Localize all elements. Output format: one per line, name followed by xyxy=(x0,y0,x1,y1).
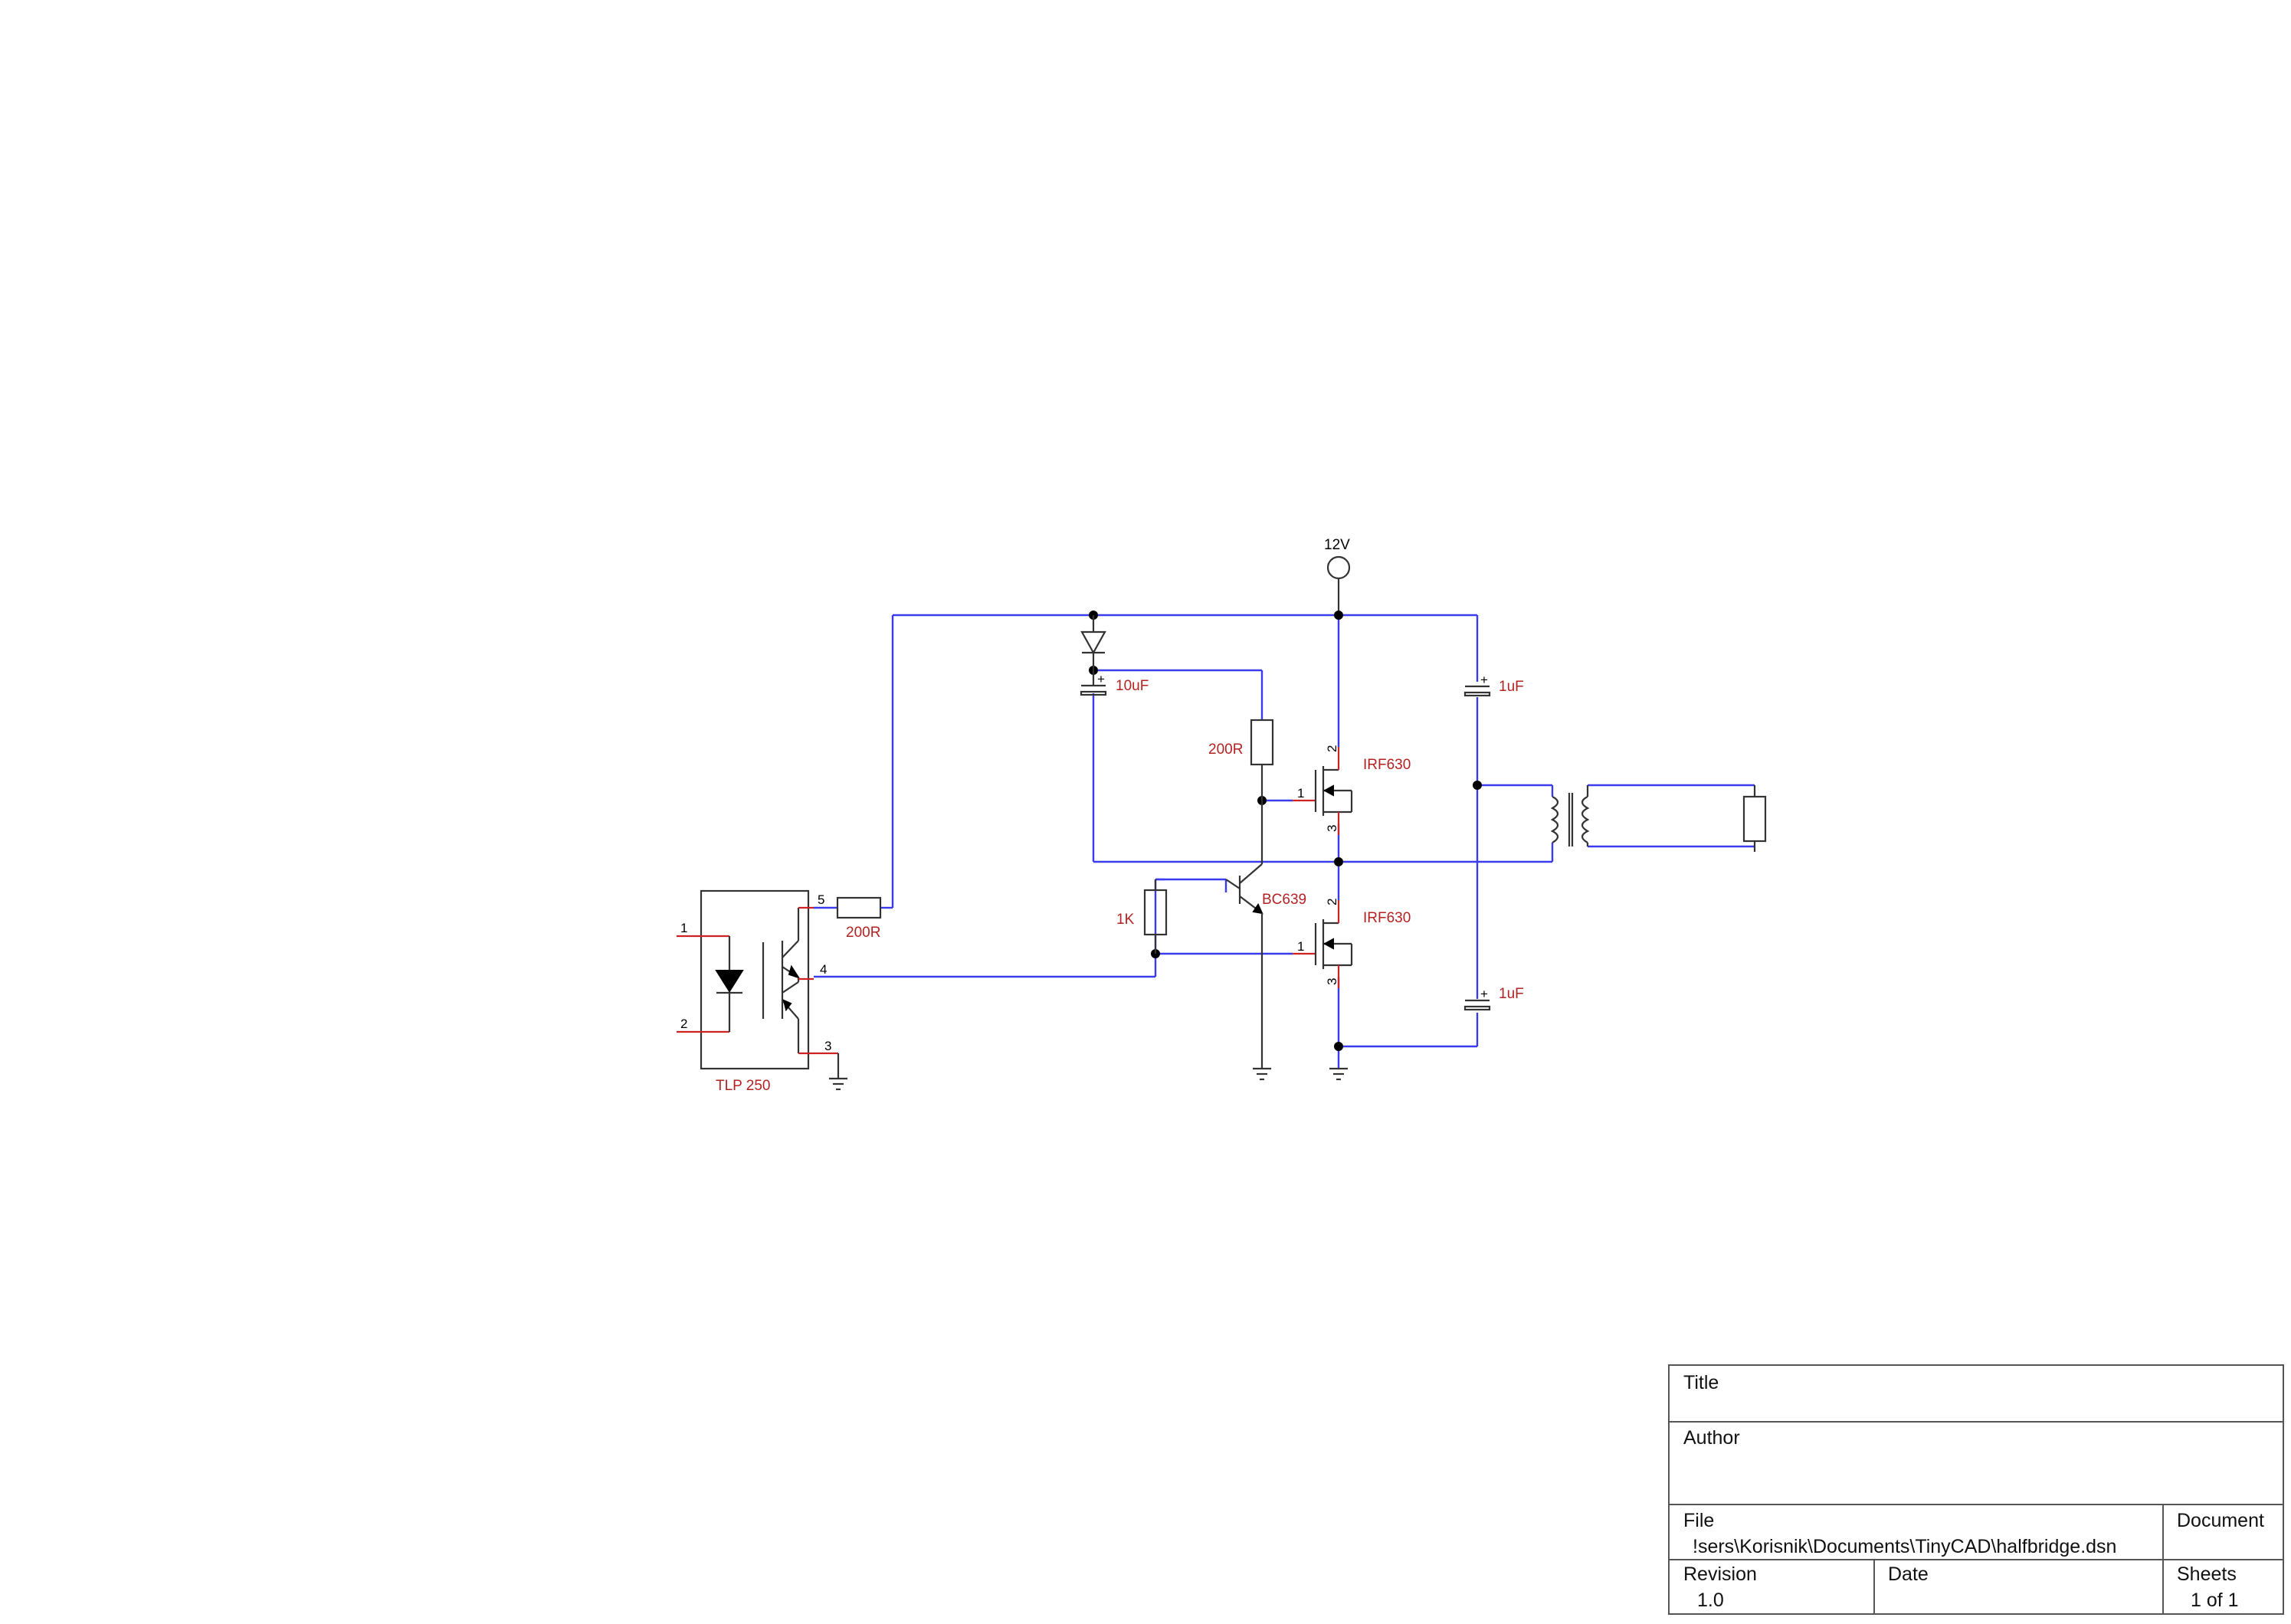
cap-1uf-bottom-label: 1uF xyxy=(1499,986,1524,1002)
led-icon xyxy=(715,970,744,993)
cap-10uf-label: 10uF xyxy=(1116,678,1149,694)
cap-plate xyxy=(1463,1005,1491,1011)
output-arrow xyxy=(782,999,792,1012)
net-label-12v: 12V xyxy=(1324,537,1350,553)
diode-triangle xyxy=(1080,630,1106,655)
output-arrow xyxy=(788,964,801,979)
revision-divider xyxy=(1873,1559,1875,1613)
junction-dot xyxy=(1334,1042,1343,1051)
document-divider xyxy=(2162,1504,2164,1613)
file-label: File xyxy=(1683,1510,1715,1531)
emitter-arrow xyxy=(1252,902,1263,915)
pin-number: 2 xyxy=(1325,745,1339,752)
title-block: Title Author File !sers\Korisnik\Documen… xyxy=(1668,1364,2284,1615)
resistor-200r-input[interactable]: 200R xyxy=(836,896,882,941)
junction-dot xyxy=(1473,781,1482,790)
cap-plus-sign: + xyxy=(1480,673,1488,687)
capacitor-10uf[interactable]: + 10uF xyxy=(1080,670,1149,696)
pin-number: 5 xyxy=(818,892,824,907)
sheets-value: 1 of 1 xyxy=(2191,1590,2239,1611)
opto-label: TLP 250 xyxy=(716,1078,770,1094)
opto-body xyxy=(700,889,810,1070)
base-lead xyxy=(1225,879,1241,889)
r1k-label: 1K xyxy=(1116,912,1135,928)
resistor-body xyxy=(1742,795,1767,843)
mosfet-high-side[interactable]: 1 2 3 IRF630 xyxy=(1293,745,1411,835)
cap-1uf-top-label: 1uF xyxy=(1499,679,1524,695)
author-divider xyxy=(1670,1504,2283,1505)
date-label: Date xyxy=(1888,1563,1929,1585)
ground-opto xyxy=(814,1052,847,1091)
pin-number: 2 xyxy=(680,1017,687,1031)
ground-q xyxy=(1253,1067,1271,1081)
capacitor-1uf-bottom[interactable]: + 1uF xyxy=(1463,986,1524,1011)
file-value: !sers\Korisnik\Documents\TinyCAD\halfbri… xyxy=(1693,1536,2117,1557)
pin-number: 3 xyxy=(1325,978,1339,985)
output-transistor xyxy=(782,940,799,958)
pin-number: 1 xyxy=(1297,786,1304,801)
mosfet-low-label: IRF630 xyxy=(1363,910,1411,926)
junctions xyxy=(1089,611,1482,1051)
cap-plate xyxy=(1463,691,1491,697)
junction-dot xyxy=(1334,611,1343,620)
mosfet-arrow xyxy=(1322,784,1334,797)
wires xyxy=(814,614,1755,1069)
transistor-label: BC639 xyxy=(1262,892,1306,908)
cap-plus-sign: + xyxy=(1097,672,1105,686)
optocoupler-tlp250[interactable]: 1 2 3 4 5 TLP 250 xyxy=(677,889,831,1094)
capacitor-1uf-top[interactable]: + 1uF xyxy=(1463,673,1524,697)
resistor-body xyxy=(836,896,882,919)
revision-label: Revision xyxy=(1683,1563,1757,1585)
junction-dot xyxy=(1334,857,1343,866)
pin-number: 3 xyxy=(1325,825,1339,832)
sheets-label: Sheets xyxy=(2177,1563,2237,1585)
pin-number: 1 xyxy=(680,921,687,935)
cap-plus-sign: + xyxy=(1480,987,1488,1001)
title-label: Title xyxy=(1683,1372,1719,1393)
revision-value: 1.0 xyxy=(1697,1590,1724,1611)
title-divider xyxy=(1670,1421,2283,1423)
resistor-body xyxy=(1250,719,1274,766)
r200-input-label: 200R xyxy=(846,925,880,941)
r200-pullup-label: 200R xyxy=(1208,742,1243,758)
collector-lead xyxy=(1239,863,1263,884)
resistor-1k[interactable]: 1K xyxy=(1116,879,1168,954)
pin-number: 3 xyxy=(824,1039,831,1053)
load-resistor[interactable] xyxy=(1742,785,1767,852)
pin-number: 4 xyxy=(820,962,827,977)
supply-12v[interactable]: 12V xyxy=(1324,537,1350,615)
secondary-coil xyxy=(1581,796,1590,843)
primary-coil xyxy=(1550,796,1559,843)
document-label: Document xyxy=(2177,1510,2264,1531)
transformer[interactable] xyxy=(1550,785,1590,846)
bootstrap-diode[interactable] xyxy=(1080,615,1106,670)
ground-ls xyxy=(1329,1067,1348,1081)
pin-number: 1 xyxy=(1297,939,1304,954)
output-transistor xyxy=(782,981,799,994)
pin-number: 2 xyxy=(1325,899,1339,905)
resistor-200r-pullup[interactable]: 200R xyxy=(1208,719,1274,801)
mosfet-arrow xyxy=(1322,938,1334,950)
transistor-bc639[interactable]: BC639 xyxy=(1225,801,1306,1069)
mosfet-low-side[interactable]: 1 2 3 IRF630 xyxy=(1293,899,1411,988)
mosfet-high-label: IRF630 xyxy=(1363,757,1411,773)
cap-plate xyxy=(1080,690,1107,696)
supply-terminal-circle xyxy=(1326,555,1351,580)
author-label: Author xyxy=(1683,1427,1740,1449)
file-divider xyxy=(1670,1559,2283,1560)
